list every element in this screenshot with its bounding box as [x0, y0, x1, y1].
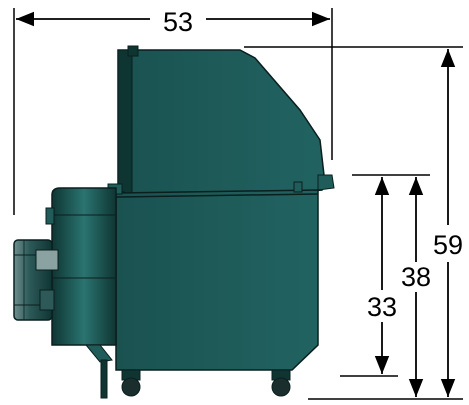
low-height-label: 33	[367, 292, 397, 322]
blower-flange	[45, 207, 55, 225]
front-caster	[121, 369, 141, 397]
width-dimension-label: 53	[163, 7, 193, 37]
motor	[13, 239, 59, 321]
upper-hood	[117, 49, 325, 196]
support-leg	[100, 359, 108, 399]
hood-front-strip	[117, 49, 133, 196]
dimension-mid-height: 38	[352, 174, 431, 397]
dimension-width: 53	[13, 7, 333, 215]
lower-cabinet	[115, 189, 319, 371]
hood-top-handle	[127, 45, 139, 57]
cabinet-latch-2	[293, 181, 303, 193]
machine-body	[13, 45, 335, 399]
dimension-low-height: 33	[340, 177, 398, 377]
dimension-overall-height: 59	[244, 46, 463, 400]
rear-nozzle	[317, 174, 335, 191]
rear-caster	[271, 369, 291, 397]
support-bracket	[84, 344, 113, 363]
overall-height-label: 59	[433, 230, 463, 260]
cabinet-seam	[115, 193, 319, 198]
blower-housing	[51, 187, 117, 346]
mid-height-label: 38	[401, 262, 431, 292]
